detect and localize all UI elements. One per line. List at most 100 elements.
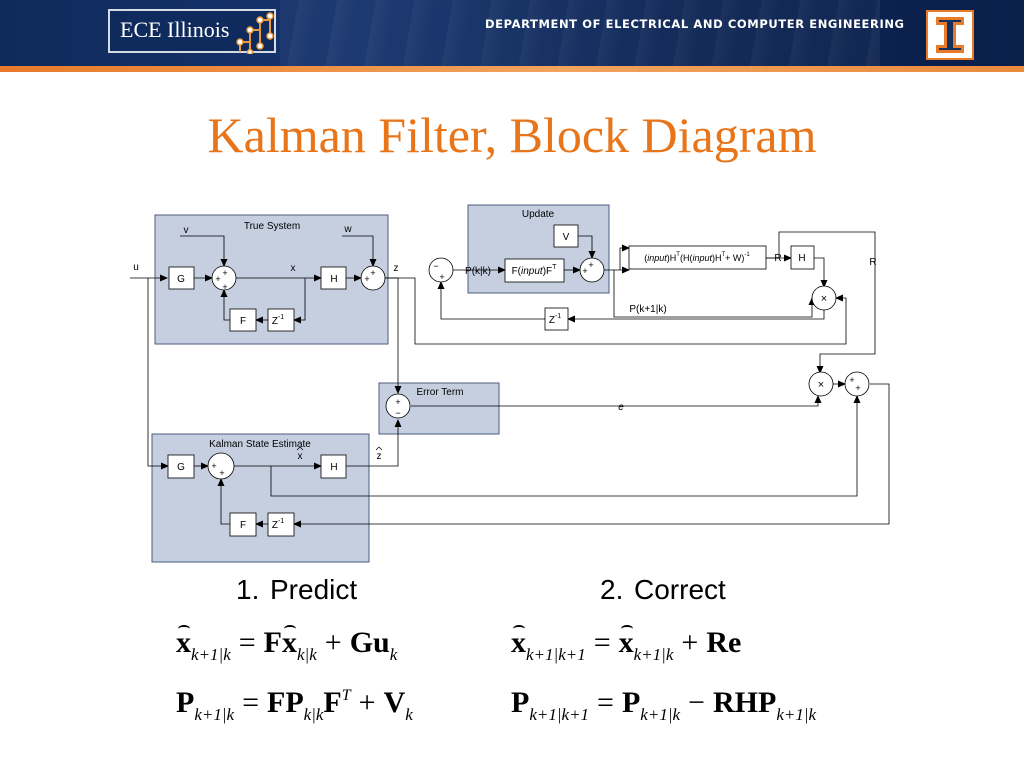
kalman-state-estimate-label: Kalman State Estimate xyxy=(209,439,311,450)
mult-node-bottom xyxy=(808,371,834,397)
pk1k-label: P(k+1|k) xyxy=(629,304,666,315)
wire-delay-to-sum-u xyxy=(437,281,545,320)
correct-state-equation: xk+1|k+1=xk+1|k+Re xyxy=(511,625,741,664)
r-symbol: R xyxy=(706,626,728,659)
est-delay-block xyxy=(267,512,295,537)
update-label: Update xyxy=(522,209,555,220)
wire-zhat-to-error xyxy=(346,419,402,467)
gain-block xyxy=(628,245,767,270)
predict-state-equation: xk+1|k=Fxk|k+Guk xyxy=(176,625,397,664)
p-symbol: P xyxy=(176,686,195,719)
est-zhat-label: z xyxy=(377,451,382,462)
update-f-text: F(input)FT xyxy=(512,264,558,277)
slide-title: Kalman Filter, Block Diagram xyxy=(207,107,817,163)
subscript: k|k xyxy=(303,705,324,724)
update-delay-text: Z-1 xyxy=(549,313,561,326)
u-symbol: u xyxy=(373,626,390,659)
equals-sign: = xyxy=(593,626,611,659)
p-symbol: P xyxy=(757,686,777,719)
plus-sign: + xyxy=(681,626,699,659)
g-symbol: G xyxy=(349,626,374,659)
kalman-state-estimate-panel xyxy=(151,433,370,563)
r-label-left: R xyxy=(774,253,781,264)
ts-w-label: w xyxy=(343,224,352,235)
ts-h-text: H xyxy=(330,274,337,285)
sign-plus: + xyxy=(364,274,369,284)
xhat-symbol: x xyxy=(176,625,191,659)
wire-x-to-delay xyxy=(293,278,306,324)
gain-text: (input)HT(H(input)HT+ W)-1 xyxy=(644,252,750,263)
p-symbol: P xyxy=(621,686,641,719)
f-symbol: F xyxy=(263,626,282,659)
gain-h-text: H xyxy=(798,253,805,264)
subscript: k+1|k+1 xyxy=(529,705,590,724)
wire-z-to-update xyxy=(385,277,847,345)
ts-f-text: F xyxy=(240,316,246,327)
est-f-block xyxy=(229,512,257,537)
logo-text: ECE Illinois xyxy=(120,17,230,42)
error-term-label: Error Term xyxy=(416,387,463,398)
sign-plus: + xyxy=(222,268,227,278)
wire-est-f-to-sum xyxy=(217,478,230,525)
sign-plus: + xyxy=(439,272,444,282)
sum-e-node xyxy=(844,371,870,397)
est-h-block xyxy=(320,454,347,479)
ts-z-label: z xyxy=(394,263,399,274)
sign-minus: − xyxy=(395,408,400,418)
update-sum-left-node xyxy=(428,257,454,283)
wire-w-to-sum2 xyxy=(342,235,377,267)
plus-sign: + xyxy=(358,686,376,719)
sign-times: × xyxy=(821,293,827,305)
wire-mult-to-delay xyxy=(567,310,825,323)
est-g-block xyxy=(167,454,195,479)
subscript: k+1|k xyxy=(194,705,235,724)
ts-g-block xyxy=(168,266,195,290)
header-stripe xyxy=(0,66,1024,72)
p-symbol: P xyxy=(285,686,304,719)
pkk-label: P(k|k) xyxy=(465,266,491,277)
ts-sum2-node xyxy=(360,265,386,291)
ts-h-block xyxy=(320,266,347,290)
h-symbol: H xyxy=(734,686,758,719)
subscript: k|k xyxy=(297,645,317,664)
e-label: e xyxy=(618,402,624,413)
wire-e-to-mult xyxy=(411,395,822,407)
subscript: k+1|k xyxy=(776,705,817,724)
wire-v-to-sum xyxy=(180,235,228,267)
department-name: DEPARTMENT OF ELECTRICAL AND COMPUTER EN… xyxy=(485,17,905,31)
header-band: ECE Illinois DEPARTMENT OF ELECTRICAL AN… xyxy=(0,0,1024,68)
est-sum-node xyxy=(207,452,235,480)
ts-delay-block xyxy=(267,308,295,332)
est-f-text: F xyxy=(240,520,246,531)
subscript: k+1|k+1 xyxy=(526,645,586,664)
sign-plus: + xyxy=(588,260,593,270)
subscript: k xyxy=(405,705,413,724)
wire-pk1k-to-mult xyxy=(613,270,816,318)
sign-plus: + xyxy=(370,268,375,278)
error-sum-node xyxy=(385,393,411,419)
update-sum-node xyxy=(579,257,605,283)
est-h-text: H xyxy=(330,462,337,473)
equals-sign: = xyxy=(242,686,259,719)
sign-plus: + xyxy=(215,274,220,284)
wire-z-to-error xyxy=(385,277,402,394)
ts-f-block xyxy=(229,308,257,332)
xhat-symbol: x xyxy=(618,625,634,659)
plus-sign: + xyxy=(324,626,342,659)
zhat-caret xyxy=(375,446,383,451)
p-symbol: P xyxy=(511,686,530,719)
circuit-logo-icon xyxy=(236,12,274,54)
sign-plus: + xyxy=(855,383,860,393)
ts-v-label: v xyxy=(184,225,189,236)
correct-label: Correct xyxy=(634,574,726,605)
correct-covariance-equation: Pk+1|k+1=Pk+1|k−RHPk+1|k xyxy=(511,686,817,724)
equals-sign: = xyxy=(597,686,614,719)
f-symbol: F xyxy=(267,686,286,719)
u-label: u xyxy=(133,262,139,273)
xhat-symbol: x xyxy=(511,625,526,659)
wire-sum-e-to-estimate xyxy=(293,383,890,528)
minus-sign: − xyxy=(688,686,705,719)
wire-v-to-sum-u xyxy=(578,235,596,259)
illinois-block-i-icon[interactable] xyxy=(926,10,974,60)
